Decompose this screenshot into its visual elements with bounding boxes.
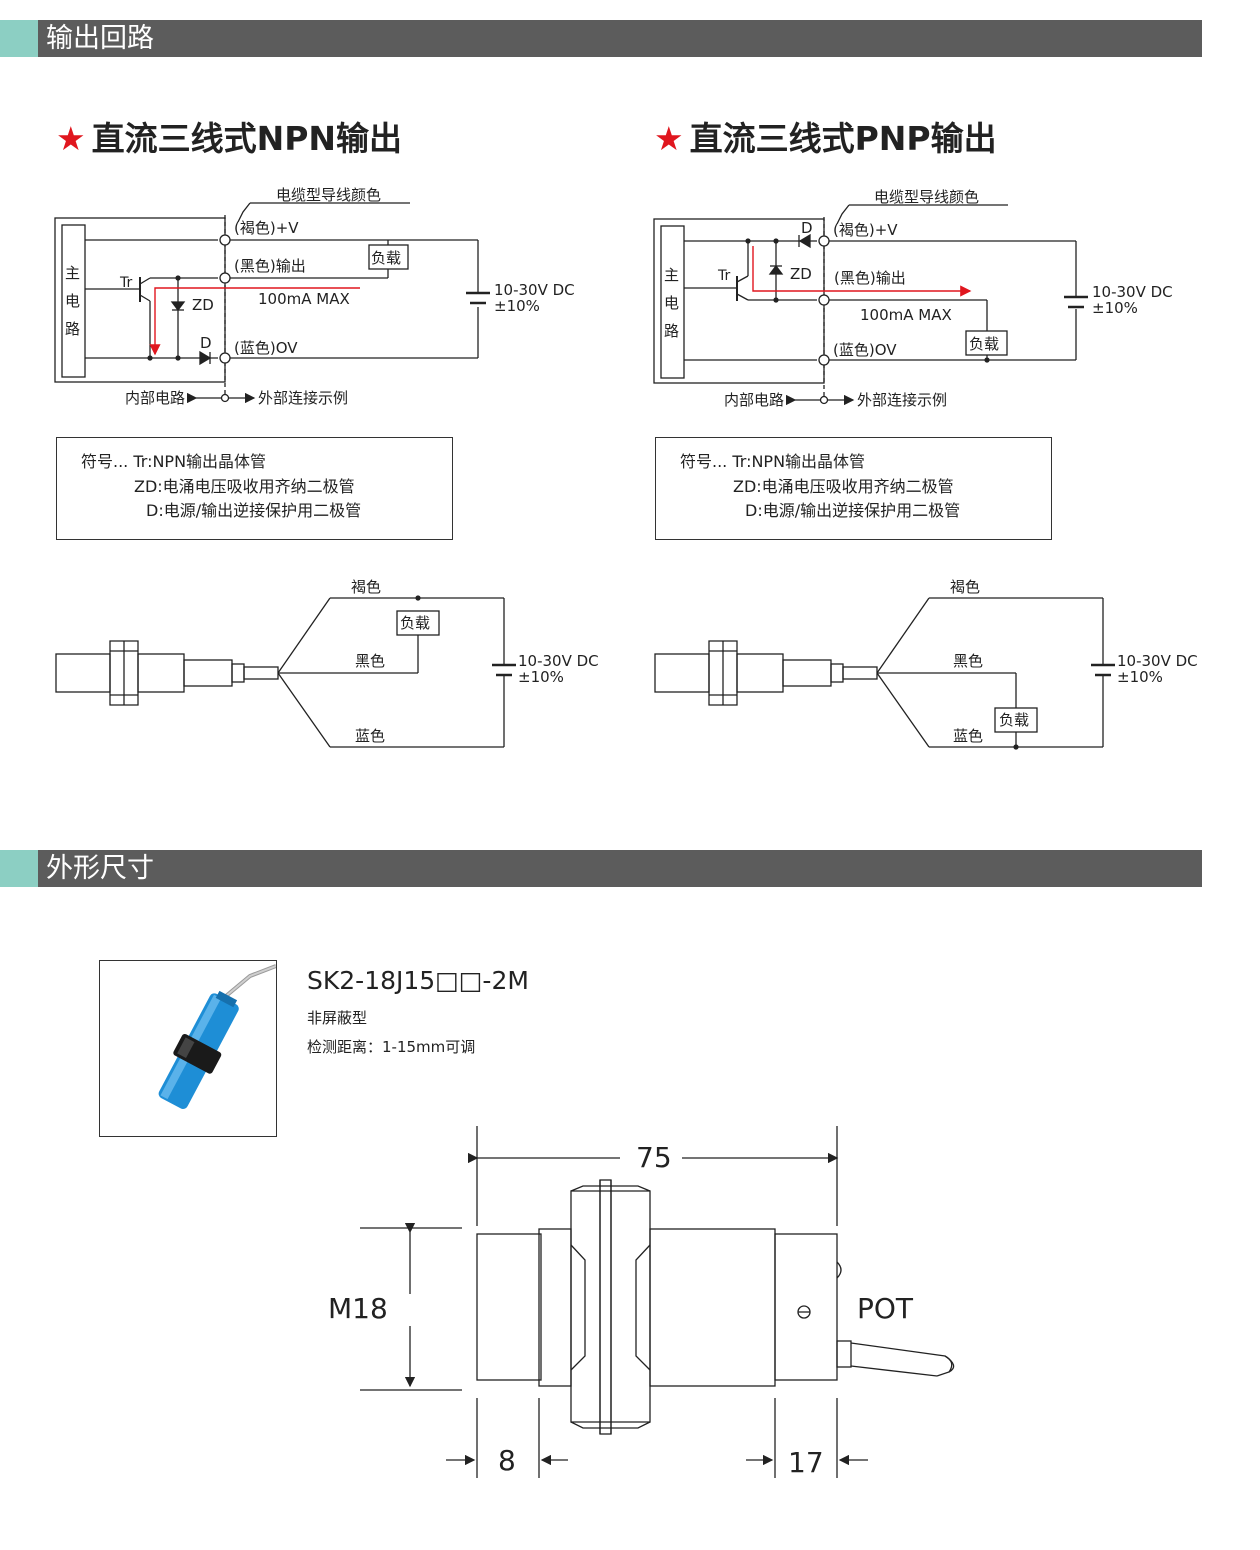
pnp-cable-color-label: 电缆型导线颜色	[874, 188, 979, 206]
npn-load: 负载	[371, 249, 401, 267]
pnp-d: D	[801, 219, 813, 237]
section-bar-dimensions: 外形尺寸	[0, 850, 1202, 887]
pnp-wiring-sketch	[654, 597, 1115, 748]
npn-main-1: 主	[65, 264, 80, 282]
pnp-internal: 内部电路	[724, 391, 784, 409]
product-model: SK2-18J15□□-2M	[307, 966, 529, 995]
npn-wiring-black: 黑色	[355, 652, 385, 670]
pnp-wiring-blue: 蓝色	[953, 727, 983, 745]
npn-wiring-load: 负载	[400, 614, 430, 632]
npn-tr: Tr	[119, 275, 132, 291]
pnp-tr: Tr	[717, 268, 730, 284]
dim-front: 8	[498, 1444, 516, 1477]
legend-line-1: 符号... Tr:NPN输出晶体管	[680, 452, 866, 471]
legend-line-3: D:电源/输出逆接保护用二极管	[146, 501, 362, 520]
pnp-main-1: 主	[664, 266, 679, 284]
pnp-wiring-brown: 褐色	[950, 578, 980, 596]
npn-wiring-tolerance: ±10%	[518, 668, 564, 686]
section-title-output: 输出回路	[46, 23, 154, 54]
npn-heading-text: 直流三线式NPN输出	[91, 119, 403, 158]
section-accent	[0, 850, 38, 887]
pnp-terminals	[818, 235, 830, 405]
npn-tolerance: ±10%	[494, 297, 540, 315]
pnp-external: 外部连接示例	[857, 391, 947, 409]
legend-line-3: D:电源/输出逆接保护用二极管	[745, 501, 961, 520]
npn-nodes	[147, 275, 181, 361]
pnp-blue-0v: (蓝色)OV	[833, 341, 897, 359]
pnp-wiring-node	[1013, 744, 1019, 750]
npn-external: 外部连接示例	[258, 389, 348, 407]
pnp-black-out: (黑色)输出	[834, 269, 906, 287]
npn-symbol-legend: 符号... Tr:NPN输出晶体管 ZD:电涌电压吸收用齐纳二极管 D:电源/输…	[56, 437, 453, 540]
pnp-brown-v: (褐色)+V	[833, 221, 898, 239]
npn-wiring-node	[415, 595, 421, 601]
npn-black-out: (黑色)输出	[234, 257, 306, 275]
npn-terminals	[219, 234, 231, 403]
npn-circuit	[54, 202, 490, 404]
product-range: 检测距离：1-15mm可调	[307, 1038, 476, 1056]
npn-supply: 10-30V DC	[494, 281, 575, 299]
pnp-main-3: 路	[664, 322, 679, 340]
pnp-main-2: 电	[664, 294, 679, 312]
npn-brown-v: (褐色)+V	[234, 219, 299, 237]
pnp-max-current: 100mA MAX	[860, 306, 952, 324]
dim-overall: 75	[636, 1141, 672, 1174]
pnp-wiring-black: 黑色	[953, 652, 983, 670]
legend-line-2: ZD:电涌电压吸收用齐纳二极管	[733, 477, 954, 496]
pnp-current-path	[752, 246, 972, 297]
npn-blue-0v: (蓝色)OV	[234, 339, 298, 357]
pnp-wiring-tolerance: ±10%	[1117, 668, 1163, 686]
npn-d: D	[200, 334, 212, 352]
npn-wiring-brown: 褐色	[351, 578, 381, 596]
section-accent	[0, 20, 38, 57]
section-bar-output: 输出回路	[0, 20, 1202, 57]
npn-max-current: 100mA MAX	[258, 290, 350, 308]
pnp-heading: ★直流三线式PNP输出	[654, 112, 997, 160]
npn-main-circuit-block	[61, 224, 86, 378]
npn-wiring-supply: 10-30V DC	[518, 652, 599, 670]
npn-current-path	[149, 287, 360, 356]
npn-main-3: 路	[65, 320, 80, 338]
star-icon: ★	[56, 119, 86, 158]
npn-internal: 内部电路	[125, 389, 185, 407]
pnp-main-circuit-block	[660, 225, 685, 379]
pnp-wiring-load: 负载	[999, 711, 1029, 729]
pnp-symbol-legend: 符号... Tr:NPN输出晶体管 ZD:电涌电压吸收用齐纳二极管 D:电源/输…	[655, 437, 1052, 540]
pnp-tolerance: ±10%	[1092, 299, 1138, 317]
legend-line-2: ZD:电涌电压吸收用齐纳二极管	[134, 477, 355, 496]
sensor-image	[158, 964, 276, 1110]
npn-main-2: 电	[65, 292, 80, 310]
legend-line-1: 符号... Tr:NPN输出晶体管	[81, 452, 267, 471]
star-icon: ★	[654, 119, 684, 158]
dim-thread: M18	[328, 1292, 388, 1325]
pnp-nodes	[745, 238, 990, 363]
pnp-supply: 10-30V DC	[1092, 283, 1173, 301]
pnp-load: 负载	[969, 335, 999, 353]
npn-wiring-sketch	[55, 597, 516, 748]
section-title-dimensions: 外形尺寸	[46, 853, 154, 884]
product-type: 非屏蔽型	[307, 1009, 368, 1027]
product-photo	[99, 960, 277, 1137]
pnp-wiring-supply: 10-30V DC	[1117, 652, 1198, 670]
dimension-drawing	[360, 1126, 955, 1478]
npn-zd: ZD	[192, 296, 214, 314]
pnp-zd: ZD	[790, 265, 812, 283]
npn-cable-color-label: 电缆型导线颜色	[276, 186, 381, 204]
pot-label: POT	[857, 1292, 914, 1325]
npn-heading: ★直流三线式NPN输出	[56, 112, 402, 160]
pnp-heading-text: 直流三线式PNP输出	[689, 119, 997, 158]
npn-wiring-blue: 蓝色	[355, 727, 385, 745]
dim-rear: 17	[788, 1446, 824, 1479]
